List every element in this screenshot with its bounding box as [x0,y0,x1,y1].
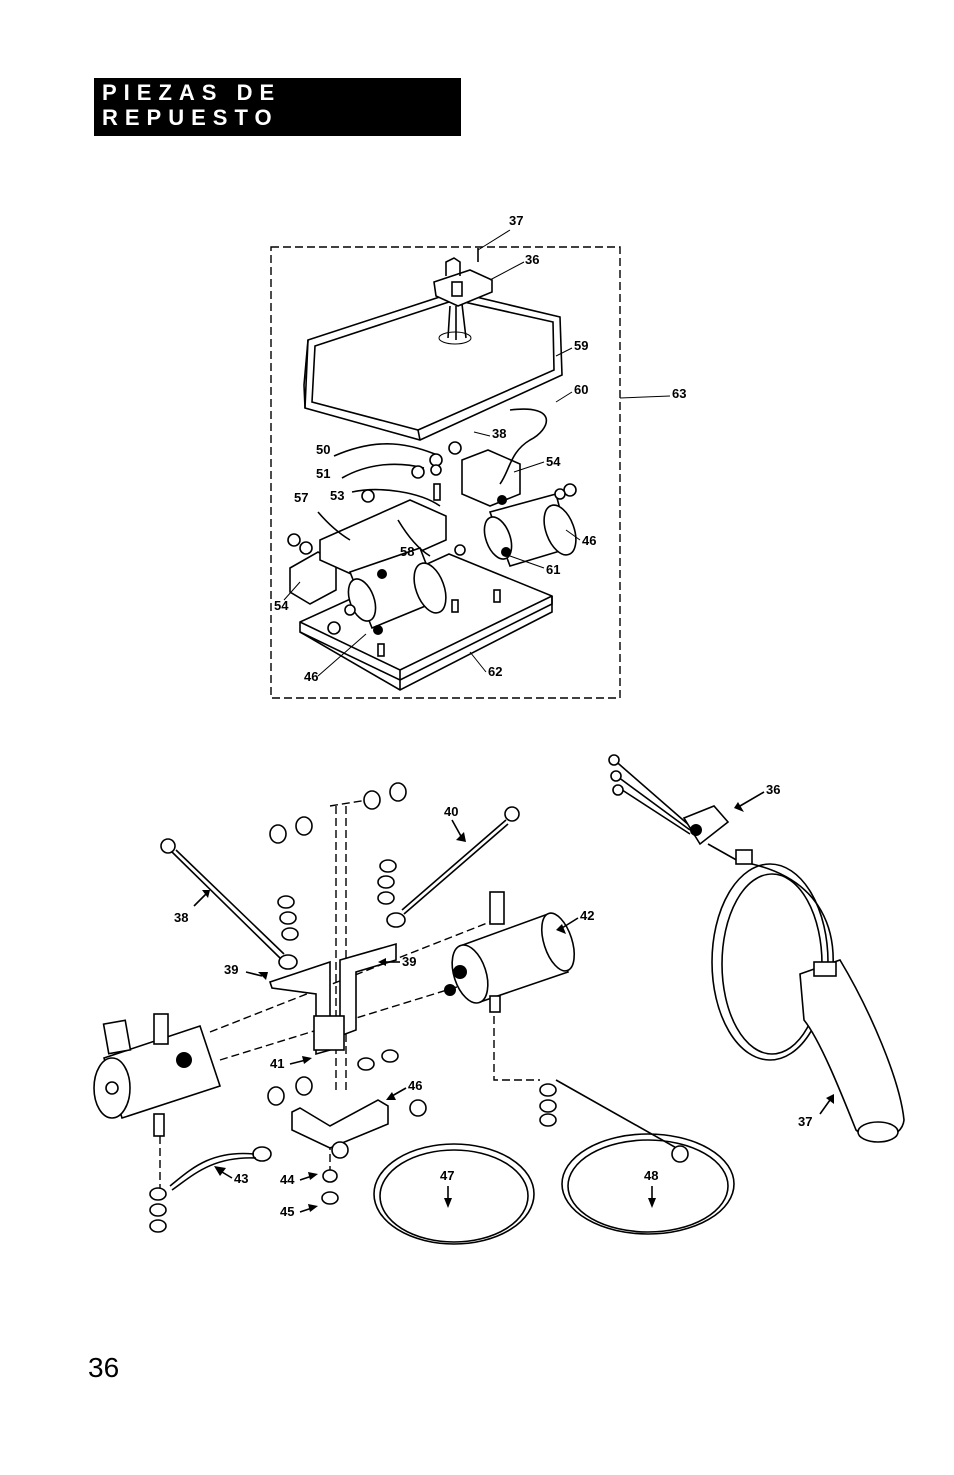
callout-43: 43 [234,1171,248,1186]
callout-58: 58 [400,544,414,559]
callout-47: 47 [440,1168,454,1183]
switch-36-lower [608,754,753,865]
cable-60 [499,408,548,485]
cable-58 [397,519,431,557]
solenoid-42 [444,891,576,1013]
callout-44: 44 [280,1172,295,1187]
callout-36: 36 [525,252,539,267]
base-plate-62 [299,553,553,691]
callout-54-left: 54 [274,598,289,613]
callout-62: 62 [488,664,502,679]
bracket-54-right [461,449,521,507]
callout-59: 59 [574,338,588,353]
callout-41: 41 [270,1056,284,1071]
callout-37: 37 [509,213,523,228]
remote-control-37 [711,863,905,1143]
hardware-nuts [287,441,577,657]
cable-57 [317,511,351,541]
solenoid-46-right [483,493,577,567]
callout-61: 61 [546,562,560,577]
cable-43 [169,1146,272,1191]
washer-stacks [149,782,557,1233]
cable-53 [351,488,441,507]
control-box-cover [303,291,563,441]
callout-38-lower: 38 [174,910,188,925]
mounting-bracket [319,499,447,579]
cable-40 [386,806,520,928]
callout-36-lower: 36 [766,782,780,797]
callout-51: 51 [316,466,330,481]
cable-48 [555,1079,735,1235]
section-title-line-2: REPUESTO [102,105,279,130]
bracket-39 [268,942,397,1056]
cable-38 [160,838,298,970]
section-header-bar [94,78,461,136]
bracket-54-left [289,551,337,605]
cable-50 [333,443,441,457]
callout-46-lower: 46 [408,1078,422,1093]
callout-38: 38 [492,426,506,441]
callout-37-lower: 37 [798,1114,812,1129]
callout-42: 42 [580,908,594,923]
callout-39-left: 39 [224,962,238,977]
callout-46-right: 46 [582,533,596,548]
page-number: 36 [88,1352,120,1383]
callout-50: 50 [316,442,330,457]
callout-53: 53 [330,488,344,503]
callout-57: 57 [294,490,308,505]
callout-54-right: 54 [546,454,561,469]
assembly-63-boundary [270,246,621,699]
upper-callout-labels: 37 36 59 60 63 38 50 51 54 57 53 58 46 6… [274,213,686,684]
callout-48: 48 [644,1168,658,1183]
lower-assembly: 40 36 38 42 39 39 41 46 37 43 44 47 48 4… [93,754,905,1245]
switch-36 [433,248,493,340]
solenoid-left [93,1013,222,1137]
lower-callout-labels: 40 36 38 42 39 39 41 46 37 43 44 47 48 4… [174,782,812,1219]
callout-46-left: 46 [304,669,318,684]
cable-47 [331,1099,535,1245]
upper-leader-lines [283,229,671,677]
callout-45: 45 [280,1204,294,1219]
callout-39-right: 39 [402,954,416,969]
bracket-46-lower [291,1099,389,1149]
callout-60: 60 [574,382,588,397]
section-title-line-1: PIEZAS DE [102,80,282,105]
callout-40: 40 [444,804,458,819]
lower-leader-arrows [193,791,834,1213]
upper-assembly: 37 36 59 60 63 38 50 51 54 57 53 58 46 6… [270,213,686,699]
callout-63: 63 [672,386,686,401]
